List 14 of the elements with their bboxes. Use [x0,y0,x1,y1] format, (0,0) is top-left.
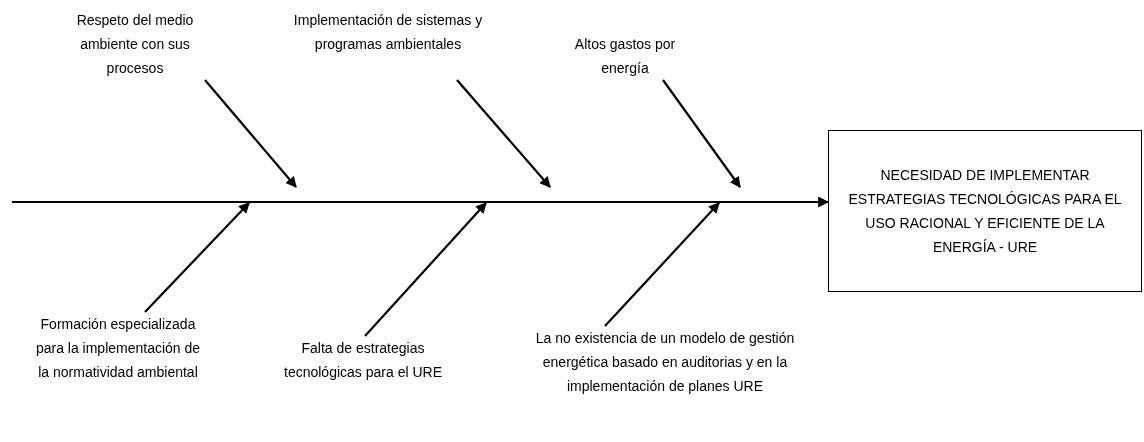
cause-label: La no existencia de un modelo de gestión energética basado en auditorias y en la implementación de planes URE [525,326,805,422]
effect-box: NECESIDAD DE IMPLEMENTAR ESTRATEGIAS TECNOLÓGICAS PARA EL USO RACIONAL Y EFICIENTE DE LA ENERGÍA - URE [828,130,1142,292]
cause-label: Altos gastos por energía [550,32,700,80]
cause-arrow [144,202,250,313]
cause-arrow [662,79,741,188]
cause-arrow [456,79,551,188]
spine-arrow [12,196,830,208]
cause-arrow [204,79,297,188]
cause-arrow [364,202,487,337]
cause-label: Formación especializada para la implementación de la normatividad ambiental [33,312,203,432]
cause-label: Respeto del medio ambiente con sus procesos [55,8,215,80]
cause-label: Falta de estrategias tecnológicas para el URE [268,336,458,408]
cause-label: Implementación de sistemas y programas ambientales [288,8,488,80]
cause-arrow [604,202,720,327]
